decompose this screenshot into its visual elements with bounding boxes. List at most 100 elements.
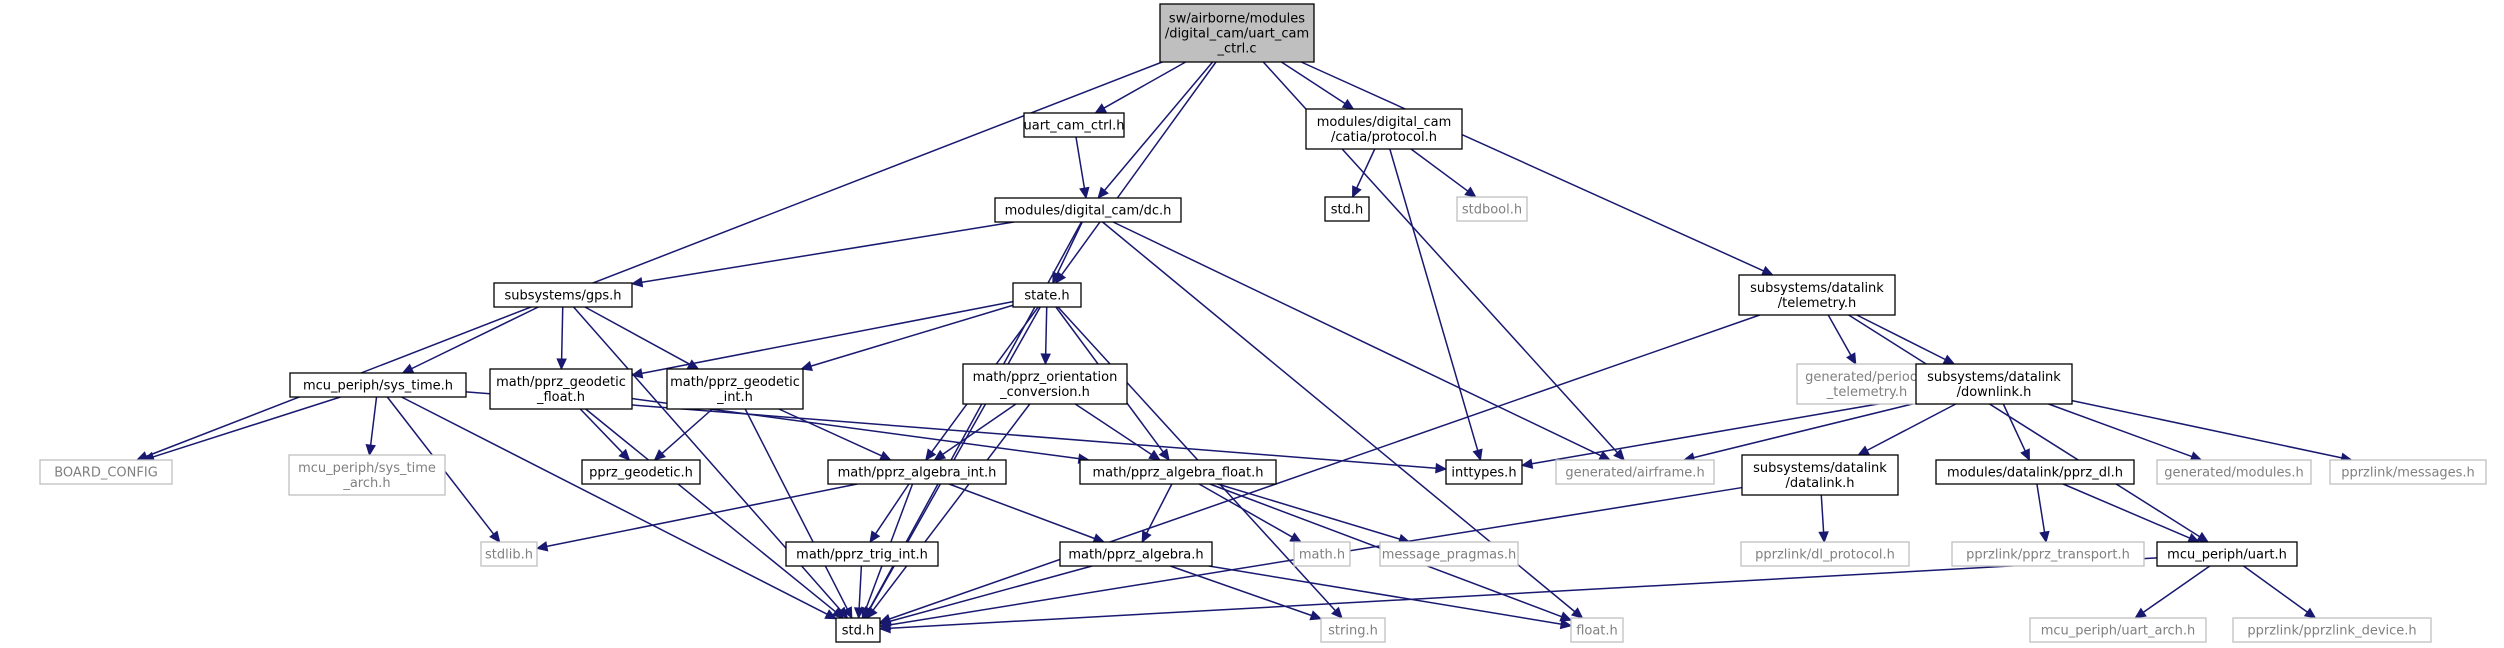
node-box bbox=[1570, 617, 1624, 643]
node-sys-time-h[interactable]: mcu_periph/sys_time.h bbox=[289, 372, 467, 398]
node-box bbox=[2029, 617, 2207, 643]
edge-datalink_h-to-dl_protocol_h bbox=[1818, 494, 1829, 544]
node-messages-h: pprzlink/messages.h bbox=[2329, 459, 2487, 485]
edge-trig_int_h-to-std_h bbox=[853, 565, 865, 620]
node-box bbox=[1935, 459, 2135, 485]
edge-line bbox=[401, 396, 828, 615]
edge-geodetic_float_h-to-pprz_geodetic_h bbox=[579, 408, 631, 461]
edge-line bbox=[889, 314, 1760, 620]
edge-arrowhead bbox=[653, 449, 666, 461]
node-math-h: math.h bbox=[1293, 541, 1351, 567]
node-label-line: uart_cam_ctrl.h bbox=[1024, 119, 1125, 134]
edge-line bbox=[585, 408, 836, 613]
node-box bbox=[2156, 541, 2298, 567]
edge-line bbox=[1693, 402, 1917, 459]
edge-pprz_algebra_h-to-std_h bbox=[878, 565, 1093, 627]
node-box bbox=[666, 368, 804, 410]
edge-arrowhead bbox=[1760, 265, 1774, 276]
node-pprz-geodetic-h[interactable]: pprz_geodetic.h bbox=[581, 459, 701, 485]
node-box bbox=[1445, 459, 1523, 485]
edge-line bbox=[2062, 483, 2191, 539]
edge-downlink_h-to-airframe_h bbox=[1682, 402, 1917, 463]
node-gps-h[interactable]: subsystems/gps.h bbox=[493, 282, 633, 308]
node-pprz-algebra-h[interactable]: math/pprz_algebra.h bbox=[1059, 541, 1213, 567]
edge-arrowhead bbox=[1520, 458, 1534, 469]
node-telemetry-h[interactable]: subsystems/datalink/telemetry.h bbox=[1738, 274, 1896, 316]
edge-arrowhead bbox=[535, 541, 549, 552]
node-pprz-dl-h[interactable]: modules/datalink/pprz_dl.h bbox=[1935, 459, 2135, 485]
node-float-h: float.h bbox=[1570, 617, 1624, 643]
edge-arrowhead bbox=[1613, 448, 1625, 461]
node-label-line: subsystems/gps.h bbox=[504, 289, 621, 304]
edge-line bbox=[948, 483, 1095, 540]
node-catia-protocol-h[interactable]: modules/digital_cam/catia/protocol.h bbox=[1305, 108, 1463, 150]
edge-arrowhead bbox=[1598, 450, 1612, 461]
node-downlink-h[interactable]: subsystems/datalink/downlink.h bbox=[1915, 363, 2073, 405]
edge-arrowhead bbox=[925, 448, 937, 461]
edge-line bbox=[1170, 565, 1312, 617]
edge-geodetic_float_h-to-std_h bbox=[585, 408, 845, 619]
edge-orientation_h-to-algebra_int_h bbox=[933, 403, 1017, 461]
edge-arrowhead bbox=[1472, 448, 1483, 462]
edge-arrowhead bbox=[1341, 98, 1355, 110]
node-box bbox=[962, 363, 1128, 405]
node-algebra-float-h[interactable]: math/pprz_algebra_float.h bbox=[1079, 459, 1277, 485]
edge-arrowhead bbox=[618, 448, 631, 461]
edge-line bbox=[942, 403, 1017, 455]
node-dc-h[interactable]: modules/digital_cam/dc.h bbox=[994, 197, 1182, 223]
node-label-line: subsystems/datalink bbox=[1927, 370, 2061, 385]
edge-line bbox=[874, 483, 910, 535]
edge-line bbox=[889, 565, 1093, 623]
edge-line bbox=[1074, 403, 1152, 456]
edge-line bbox=[2036, 483, 2046, 533]
edge-gps_h-to-geodetic_int_h bbox=[584, 306, 700, 370]
node-label-line: /digital_cam/uart_cam bbox=[1165, 27, 1309, 42]
edge-gps_h-to-geodetic_float_h bbox=[556, 306, 567, 371]
node-box bbox=[1740, 541, 1910, 567]
node-label-line: math/pprz_algebra_int.h bbox=[838, 466, 997, 481]
node-datalink-h[interactable]: subsystems/datalink/datalink.h bbox=[1741, 454, 1899, 496]
node-label-line: std.h bbox=[842, 624, 875, 639]
node-box bbox=[1012, 282, 1082, 308]
node-box bbox=[2232, 617, 2432, 643]
edge-arrowhead bbox=[489, 530, 501, 543]
node-label-line: subsystems/datalink bbox=[1750, 281, 1884, 296]
node-gen-modules-h: generated/modules.h bbox=[2156, 459, 2312, 485]
edge-geodetic_int_h-to-pprz_geodetic_h bbox=[653, 408, 713, 461]
edge-arrowhead bbox=[1309, 610, 1323, 621]
node-std-h-small[interactable]: std.h bbox=[1324, 196, 1370, 222]
edge-arrowhead bbox=[1942, 354, 1956, 365]
node-algebra-int-h[interactable]: math/pprz_algebra_int.h bbox=[827, 459, 1007, 485]
edge-catia_protocol_h-to-std_h_small bbox=[1352, 148, 1376, 199]
edge-line bbox=[1856, 314, 1946, 361]
node-box bbox=[1320, 617, 1386, 643]
edge-arrowhead bbox=[1559, 611, 1573, 622]
node-uart-cam-ctrl-h[interactable]: uart_cam_ctrl.h bbox=[1023, 112, 1125, 138]
node-orientation-h[interactable]: math/pprz_orientation_conversion.h bbox=[962, 363, 1128, 405]
node-label-line: mcu_periph/uart_arch.h bbox=[2041, 624, 2196, 639]
edge-line bbox=[778, 408, 882, 457]
node-geodetic-float-h[interactable]: math/pprz_geodetic_float.h bbox=[489, 368, 633, 410]
node-std-h[interactable]: std.h bbox=[835, 617, 881, 643]
edge-telemetry_h-to-downlink_h bbox=[1856, 314, 1956, 365]
node-box bbox=[994, 197, 1182, 223]
node-trig-int-h[interactable]: math/pprz_trig_int.h bbox=[785, 541, 939, 567]
edge-line bbox=[411, 306, 539, 370]
node-label-line: pprzlink/messages.h bbox=[2341, 466, 2475, 481]
node-inttypes-h[interactable]: inttypes.h bbox=[1445, 459, 1523, 485]
node-root[interactable]: sw/airborne/modules/digital_cam/uart_cam… bbox=[1159, 3, 1315, 63]
node-box bbox=[1796, 363, 1938, 405]
node-uart-arch-h: mcu_periph/uart_arch.h bbox=[2029, 617, 2207, 643]
edge-arrowhead bbox=[556, 358, 567, 371]
edge-arrowhead bbox=[1141, 530, 1152, 544]
node-geodetic-int-h[interactable]: math/pprz_geodetic_int.h bbox=[666, 368, 804, 410]
edge-uart_h-to-pprzlink_device_h bbox=[2243, 565, 2317, 619]
edge-arrowhead bbox=[365, 443, 376, 457]
node-label-line: /downlink.h bbox=[1957, 385, 2032, 400]
node-uart-h[interactable]: mcu_periph/uart.h bbox=[2156, 541, 2298, 567]
edge-line bbox=[661, 408, 713, 454]
edge-line bbox=[1410, 148, 1469, 192]
edge-line bbox=[2002, 403, 2026, 452]
node-state-h[interactable]: state.h bbox=[1012, 282, 1082, 308]
edge-sys_time_h-to-sys_time_arch_h bbox=[365, 396, 378, 457]
